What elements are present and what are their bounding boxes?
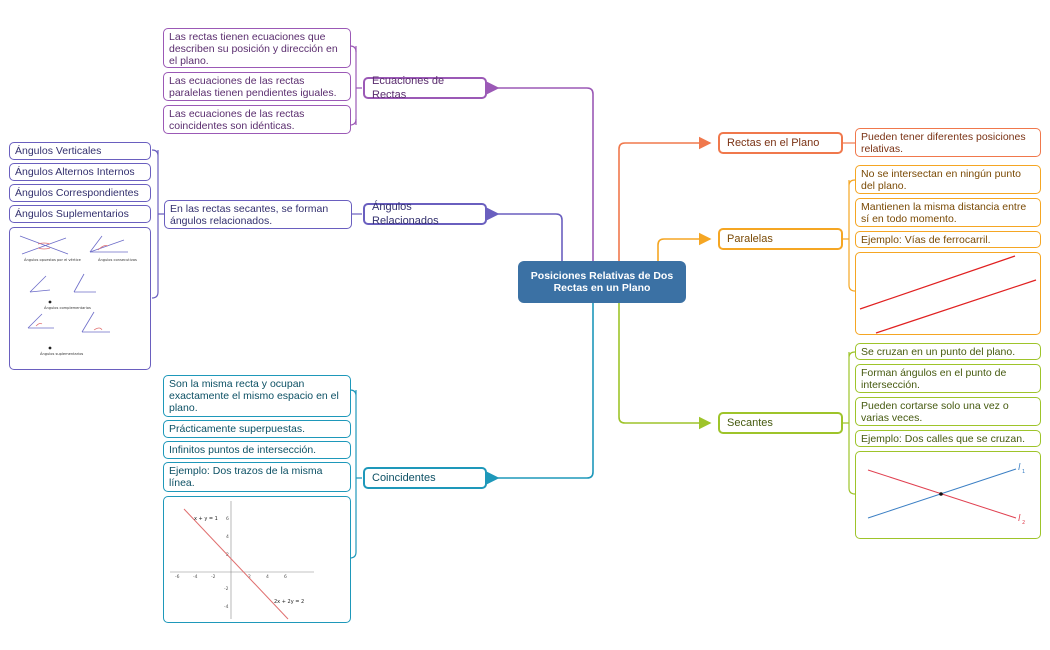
note-text: Pueden cortarse solo una vez o varias ve… [861,400,1009,424]
equation-1: x + y = 1 [194,516,218,522]
x-tick: 4 [266,574,269,580]
note-paralelas-3[interactable]: Ejemplo: Vías de ferrocarril. [855,231,1041,248]
y-tick: 6 [226,516,229,522]
branch-secantes[interactable]: Secantes [718,412,843,434]
note-paralelas-2[interactable]: Mantienen la misma distancia entre sí en… [855,198,1041,227]
x-tick: -6 [175,574,180,580]
parallel-lines-illustration [859,255,1037,334]
image-parallel-lines [855,252,1041,335]
item-angulos-verticales-opuestos[interactable]: Ángulos Verticales Opuestos [9,142,151,160]
note-ecuaciones-2[interactable]: Las ecuaciones de las rectas paralelas t… [163,72,351,101]
central-topic-label: Posiciones Relativas de Dos Rectas en un… [530,270,674,294]
image-secant-lines: l 1 l 2 [855,451,1041,539]
note-rectas-plano[interactable]: Pueden tener diferentes posiciones relat… [855,128,1041,157]
note-text: En las rectas secantes, se forman ángulo… [170,203,329,227]
equation-2: 2x + 2y = 2 [274,599,304,605]
item-text: Ángulos Verticales Opuestos [15,145,102,159]
x-tick: -4 [193,574,198,580]
note-secantes-1[interactable]: Se cruzan en un punto del plano. [855,343,1041,360]
branch-rectas-en-el-plano[interactable]: Rectas en el Plano [718,132,843,154]
x-tick: 6 [284,574,287,580]
item-text: Ángulos Suplementarios [15,208,129,220]
note-text: Las ecuaciones de las rectas paralelas t… [169,75,337,99]
item-angulos-alternos-internos[interactable]: Ángulos Alternos Internos [9,163,151,181]
note-text: Ejemplo: Dos calles que se cruzan. [861,433,1025,445]
image-coincident-lines-graph: -6 -4 -2 2 4 6 6 4 2 -2 -4 x + y = 1 2x … [163,496,351,623]
note-paralelas-1[interactable]: No se intersectan en ningún punto del pl… [855,165,1041,194]
image-angle-types: Ángulos opuestos por el vértice Ángulos … [9,227,151,370]
note-ecuaciones-3[interactable]: Las ecuaciones de las rectas coincidente… [163,105,351,134]
branch-rectas-plano-label: Rectas en el Plano [727,137,820,149]
note-text: Las ecuaciones de las rectas coincidente… [169,108,305,132]
y-tick: -2 [224,586,229,592]
item-angulos-correspondientes[interactable]: Ángulos Correspondientes [9,184,151,202]
note-text: Son la misma recta y ocupan exactamente … [169,378,339,414]
x-tick: 2 [248,574,251,580]
coincident-lines-graph: -6 -4 -2 2 4 6 6 4 2 -2 -4 x + y = 1 2x … [170,501,314,620]
branch-ecuaciones-label: Ecuaciones de Rectas [372,75,445,101]
note-coincidentes-4[interactable]: Ejemplo: Dos trazos de la misma línea. [163,462,351,492]
branch-coincidentes[interactable]: Coincidentes [363,467,487,489]
note-angulos-secantes[interactable]: En las rectas secantes, se forman ángulo… [164,200,352,229]
note-secantes-2[interactable]: Forman ángulos en el punto de intersecci… [855,364,1041,393]
note-secantes-3[interactable]: Pueden cortarse solo una vez o varias ve… [855,397,1041,426]
note-text: Ejemplo: Dos trazos de la misma línea. [169,465,323,489]
angle-types-illustration: Ángulos opuestos por el vértice Ángulos … [19,235,137,356]
note-text: No se intersectan en ningún punto del pl… [861,168,1021,192]
y-tick: 4 [226,534,229,540]
note-text: Prácticamente superpuestas. [169,423,305,435]
y-tick: -4 [224,604,229,610]
note-coincidentes-3[interactable]: Infinitos puntos de intersección. [163,441,351,459]
note-ecuaciones-1[interactable]: Las rectas tienen ecuaciones que describ… [163,28,351,68]
branch-angulos-label: Ángulos Relacionados [372,201,439,227]
caption-consecutivos: Ángulos consecutivos [98,257,137,262]
x-tick: -2 [211,574,216,580]
note-text: Forman ángulos en el punto de intersecci… [861,367,1007,391]
note-coincidentes-2[interactable]: Prácticamente superpuestas. [163,420,351,438]
note-text: Se cruzan en un punto del plano. [861,346,1016,358]
note-text: Ejemplo: Vías de ferrocarril. [861,234,991,246]
branch-angulos-relacionados[interactable]: Ángulos Relacionados [363,201,487,227]
secant-lines-illustration: l 1 l 2 [867,463,1025,526]
branch-secantes-label: Secantes [727,417,773,429]
caption-suplementarios: Ángulos suplementarios [40,351,83,356]
central-topic[interactable]: Posiciones Relativas de Dos Rectas en un… [518,261,686,303]
branch-coincidentes-label: Coincidentes [372,472,436,484]
note-text: Las rectas tienen ecuaciones que describ… [169,31,338,67]
note-secantes-4[interactable]: Ejemplo: Dos calles que se cruzan. [855,430,1041,447]
note-text: Mantienen la misma distancia entre sí en… [861,201,1027,225]
branch-ecuaciones-de-rectas[interactable]: Ecuaciones de Rectas [363,75,487,101]
caption-complementarios: Ángulos complementarios [44,305,91,310]
caption-opuestos: Ángulos opuestos por el vértice [24,257,82,262]
item-text: Ángulos Alternos Internos [15,166,135,178]
label-l2: l [1018,514,1021,524]
label-l1-subscript: 1 [1022,469,1025,475]
item-angulos-suplementarios[interactable]: Ángulos Suplementarios [9,205,151,223]
branch-paralelas[interactable]: Paralelas [718,228,843,250]
label-l1: l [1018,463,1021,473]
note-coincidentes-1[interactable]: Son la misma recta y ocupan exactamente … [163,375,351,417]
item-text: Ángulos Correspondientes [15,187,139,199]
note-text: Infinitos puntos de intersección. [169,444,317,456]
label-l2-subscript: 2 [1022,520,1025,526]
note-text: Pueden tener diferentes posiciones relat… [861,131,1026,155]
branch-paralelas-label: Paralelas [727,233,773,245]
